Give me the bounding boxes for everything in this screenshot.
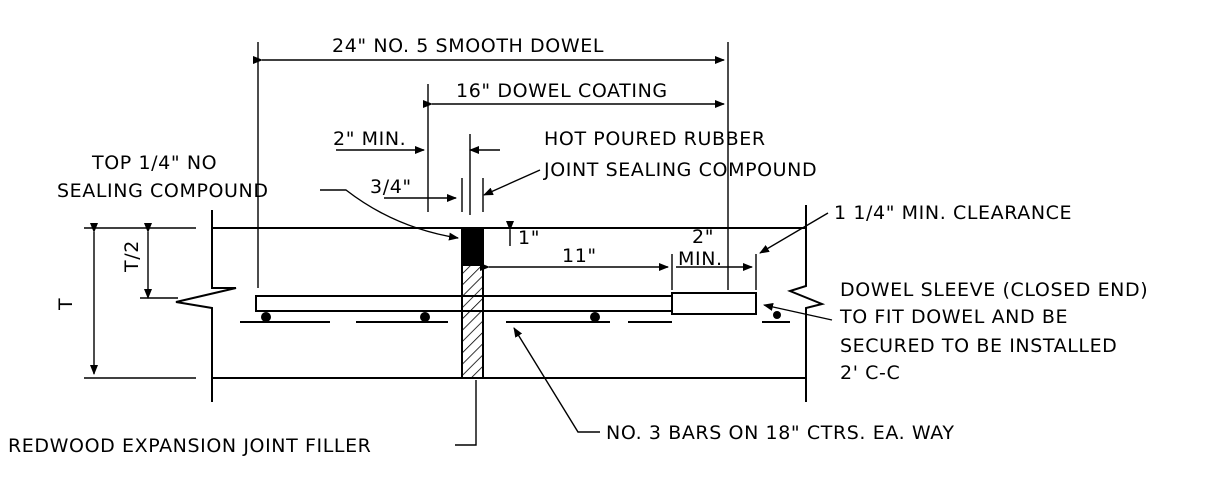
hot-poured-note: HOT POURED RUBBER JOINT SEALING COMPOUND (483, 128, 817, 196)
redwood-label: REDWOOD EXPANSION JOINT FILLER (8, 435, 371, 457)
top-quarter-label-2: SEALING COMPOUND (57, 180, 269, 202)
reinforcement (240, 311, 790, 323)
sealing-compound-fill (462, 228, 483, 266)
leader-line (483, 169, 541, 196)
slab (175, 205, 826, 402)
dowel-coating-dimension: 16" DOWEL COATING (423, 80, 725, 212)
min-right-label: MIN. (678, 248, 723, 270)
min-2-label: 2" MIN. (333, 128, 406, 150)
min-2-dimension: 2" MIN. (333, 128, 500, 215)
hot-poured-label-2: JOINT SEALING COMPOUND (543, 159, 817, 181)
bars-note: NO. 3 BARS ON 18" CTRS. EA. WAY (513, 327, 955, 444)
leader-line (455, 380, 477, 446)
hot-poured-label-1: HOT POURED RUBBER (544, 128, 766, 150)
rebar-chair (590, 312, 600, 322)
half-depth-label: T/2 (121, 240, 143, 273)
clearance-label: 1 1/4" MIN. CLEARANCE (834, 202, 1072, 224)
rebar-chair (773, 311, 781, 319)
top-quarter-label-1: TOP 1/4" NO (91, 152, 217, 174)
rebar-chair (261, 312, 271, 322)
joint-filler (461, 227, 484, 379)
dowel-length-dimension: 24" NO. 5 SMOOTH DOWEL (253, 35, 729, 290)
three-quarter-label: 3/4" (370, 176, 412, 198)
three-quarter-dimension: 3/4" (370, 176, 484, 212)
right-break-line (787, 205, 826, 402)
rebar-chair (420, 312, 430, 322)
dowel-length-label: 24" NO. 5 SMOOTH DOWEL (332, 35, 604, 57)
sleeve-label-1: DOWEL SLEEVE (CLOSED END) (840, 279, 1148, 301)
leader-line (759, 212, 829, 254)
top-quarter-note: TOP 1/4" NO SEALING COMPOUND (57, 152, 459, 241)
min-right-dimension: 2" MIN. (676, 226, 757, 290)
one-inch-label: 1" (518, 227, 540, 249)
thickness-label: T (55, 298, 77, 311)
sleeve-label-3: SECURED TO BE INSTALLED (840, 335, 1117, 357)
sleeve-label-4: 2' C-C (840, 362, 900, 384)
sleeve-label-2: TO FIT DOWEL AND BE (839, 306, 1068, 328)
eleven-inch-label: 11" (562, 245, 597, 267)
redwood-note: REDWOOD EXPANSION JOINT FILLER (8, 380, 477, 457)
bars-label: NO. 3 BARS ON 18" CTRS. EA. WAY (606, 422, 955, 444)
dowel-coating-label: 16" DOWEL COATING (456, 80, 668, 102)
clearance-note: 1 1/4" MIN. CLEARANCE (759, 202, 1072, 254)
thickness-dimensions: T/2 T (55, 223, 196, 379)
left-break-line (175, 210, 237, 402)
leader-line (320, 189, 459, 241)
leader-line (763, 303, 833, 321)
dowel-sleeve (671, 292, 757, 315)
leader-line (513, 327, 600, 433)
sleeve-note: DOWEL SLEEVE (CLOSED END) TO FIT DOWEL A… (763, 279, 1148, 384)
one-inch-dimension: 1" (506, 221, 540, 249)
dowel-bar (255, 292, 757, 315)
eleven-inch-dimension: 11" (480, 245, 673, 290)
two-inch-right-label: 2" (692, 226, 714, 248)
